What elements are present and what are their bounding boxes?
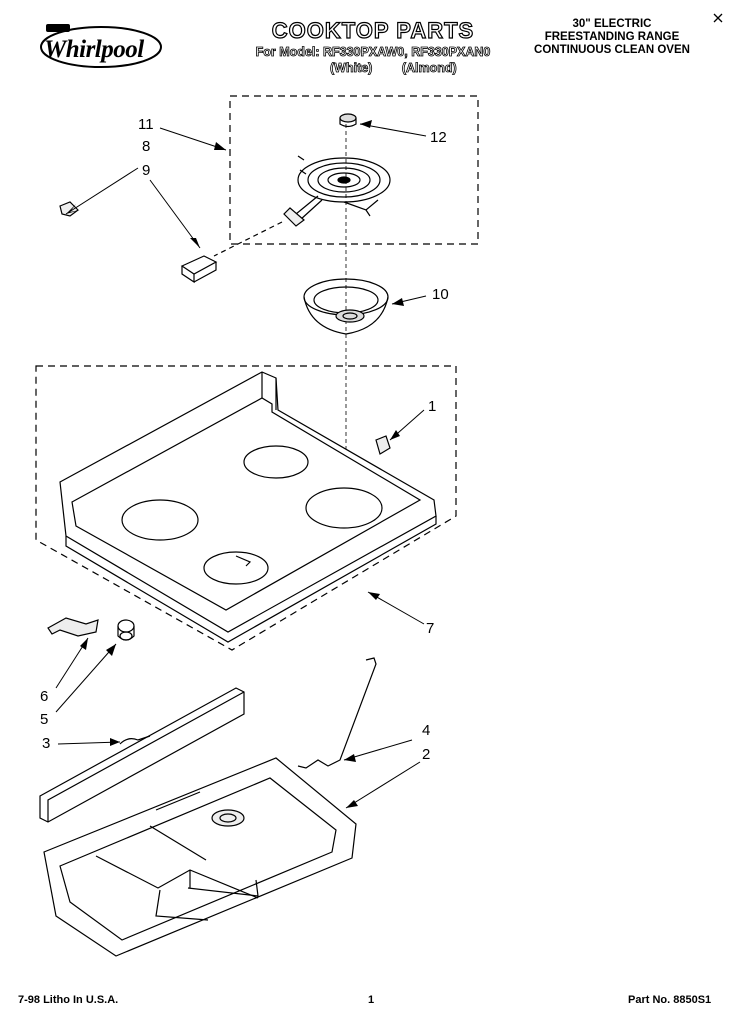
callout-3: 3 <box>42 735 51 752</box>
logo-swoosh-icon <box>40 24 162 68</box>
callout-1: 1 <box>428 398 437 415</box>
part-surface-element <box>283 155 391 227</box>
callout-9: 9 <box>142 162 151 179</box>
callout-11: 11 <box>138 116 154 133</box>
callout-8: 8 <box>142 138 151 155</box>
part-rear-panel <box>39 687 245 823</box>
brand-name: Whirlpool <box>44 36 144 63</box>
part-support-rod <box>297 657 377 769</box>
part-cooktop-clip <box>375 435 391 455</box>
spec-line-3: CONTINUOUS CLEAN OVEN <box>534 44 690 56</box>
part-drip-bowl <box>303 278 389 335</box>
color-almond: (Almond) <box>401 61 457 76</box>
callout-4: 4 <box>422 722 431 739</box>
footer-litho: 7-98 Litho In U.S.A. <box>18 994 119 1006</box>
footer-page-number: 1 <box>368 994 375 1006</box>
cooktop-assembly-box <box>35 365 457 651</box>
callout-6: 6 <box>40 688 49 705</box>
spec-line-2: FREESTANDING RANGE <box>544 31 680 43</box>
part-cooktop <box>59 371 437 643</box>
callout-10: 10 <box>432 286 449 303</box>
color-variants: (White) (Almond) <box>330 61 500 76</box>
whirlpool-logo: Whirlpool <box>36 22 166 72</box>
part-terminal-block <box>180 255 218 284</box>
range-spec: 30" ELECTRIC FREESTANDING RANGE CONTINUO… <box>524 18 700 57</box>
callout-12: 12 <box>430 129 447 146</box>
corner-mark-icon <box>713 13 723 23</box>
part-bracket <box>47 617 99 637</box>
part-cap <box>339 113 357 128</box>
part-clip <box>59 201 79 217</box>
color-white: (White) <box>330 61 373 76</box>
spec-line-1: 30" ELECTRIC <box>572 18 652 30</box>
part-burner-box <box>43 757 357 957</box>
page-title: COOKTOP PARTS <box>271 17 475 43</box>
model-numbers: For Model: RF330PXAW0, RF330PXAN0 <box>255 45 491 60</box>
callout-7: 7 <box>426 620 435 637</box>
footer-part-number: Part No. 8850S1 <box>628 994 712 1006</box>
part-bumper <box>117 619 135 641</box>
callout-5: 5 <box>40 711 49 728</box>
element-assembly-box <box>229 95 479 245</box>
callout-2: 2 <box>422 746 431 763</box>
